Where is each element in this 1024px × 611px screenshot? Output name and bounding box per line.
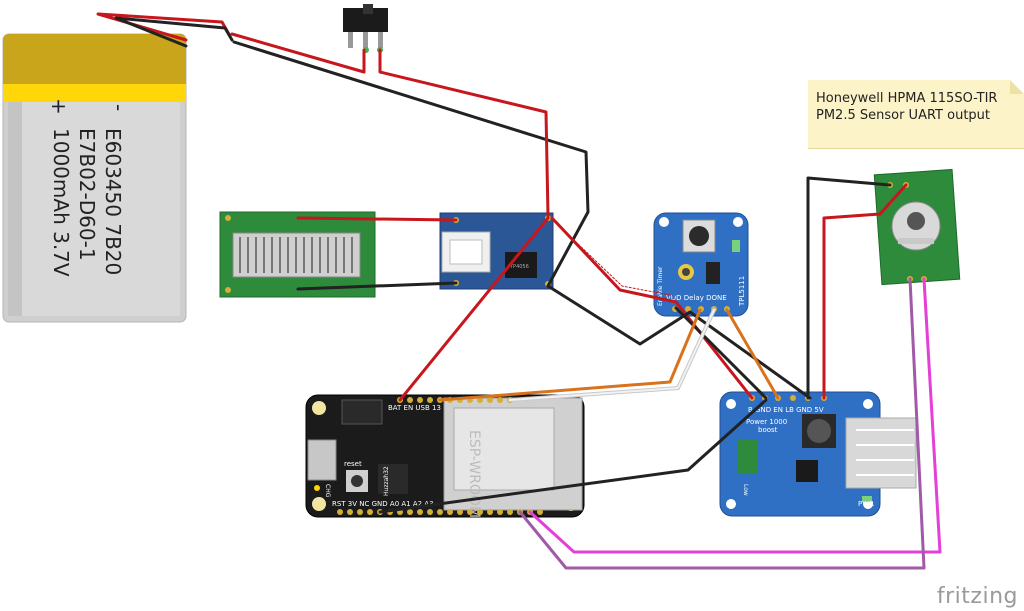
battery-label-line1: E603450 7B20 — [101, 128, 125, 275]
booster-boost-label: boost — [758, 426, 778, 434]
battery-label-line3: 1000mAh 3.7V — [49, 128, 73, 277]
sensor-note: Honeywell HPMA 115SO-TIR PM2.5 Sensor UA… — [808, 80, 1024, 148]
booster-pwr-label: PWR — [858, 500, 874, 508]
battery-label-line2: E7B02-D60-1 — [75, 128, 99, 261]
solar-cell[interactable] — [219, 211, 376, 298]
timer-pin-labels: VDD Delay DONE — [666, 294, 727, 302]
feather-huzzah-label: Huzzah32 — [383, 466, 390, 496]
booster-title-label: Power 1000 — [746, 418, 787, 426]
timer-gnd-black-wire — [674, 306, 768, 400]
feather-reset-label: reset — [344, 460, 362, 468]
battery-black-wire — [114, 16, 234, 48]
charger-feather-red-wire — [398, 216, 550, 402]
feather-chg-label: CHG — [324, 484, 331, 498]
charger-gnd-black-wire — [546, 284, 812, 400]
switch-charger-red-wire — [378, 48, 550, 218]
lipo-charger-board[interactable]: TP4056 — [439, 212, 554, 290]
booster-sensor-black-wire — [806, 176, 892, 400]
feather-gnd-black-wire — [378, 398, 768, 514]
charger-timer-red-wire — [550, 216, 754, 400]
booster-pin-labels: B GND EN LB GND 5V — [748, 406, 824, 414]
solar-red-wire — [296, 216, 458, 222]
charger-chip-label: TP4056 — [509, 264, 529, 270]
note-fold-icon — [1010, 80, 1024, 94]
uart-purple-wire — [518, 277, 926, 570]
reset-button-icon[interactable] — [351, 475, 363, 487]
battery-minus: - — [107, 104, 131, 111]
tpl5111-timer-board[interactable]: Enable Timer TPL5111 VDD Delay DONE — [653, 212, 749, 317]
timer-feather-orange-wire — [438, 308, 702, 402]
fritzing-brand: fritzing — [936, 584, 1018, 609]
powerboost-1000-board[interactable]: B GND EN LB GND 5V Power 1000 boost PWR … — [719, 391, 917, 517]
feather-top-pin-labels: BAT EN USB 13 — [388, 404, 441, 412]
battery-switch-red-wire — [230, 32, 366, 74]
uart-magenta-wire — [528, 277, 942, 554]
solar-black-wire — [296, 281, 458, 291]
timer-side-label: Enable Timer — [657, 266, 664, 306]
slide-switch[interactable] — [343, 4, 388, 53]
booster-low-label: Low — [742, 484, 749, 496]
pm25-sensor-board[interactable] — [873, 168, 961, 286]
feather-module-label: ESP-WROOM — [466, 430, 482, 518]
battery-charger-black-wire — [232, 40, 590, 288]
note-line2: PM2.5 Sensor UART output — [816, 108, 991, 123]
booster-sensor-red-wire — [822, 183, 908, 400]
lipo-battery[interactable]: - + E603450 7B20 E7B02-D60-1 1000mAh 3.7… — [2, 33, 187, 323]
timer-model-label: TPL5111 — [738, 276, 746, 307]
timer-button-icon[interactable] — [689, 226, 709, 246]
charger-timer-red-wire-dotted — [554, 221, 676, 297]
feather-huzzah32-board[interactable]: ESP-WROOM reset CHG Huzzah32 BAT EN USB … — [305, 394, 585, 518]
timer-booster-orange-wire — [725, 308, 780, 400]
note-line1: Honeywell HPMA 115SO-TIR — [816, 91, 998, 106]
feather-bottom-pin-labels: RST 3V NC GND A0 A1 A2 A3 — [332, 500, 434, 508]
wires — [96, 12, 942, 570]
battery-plus: + — [47, 98, 71, 115]
